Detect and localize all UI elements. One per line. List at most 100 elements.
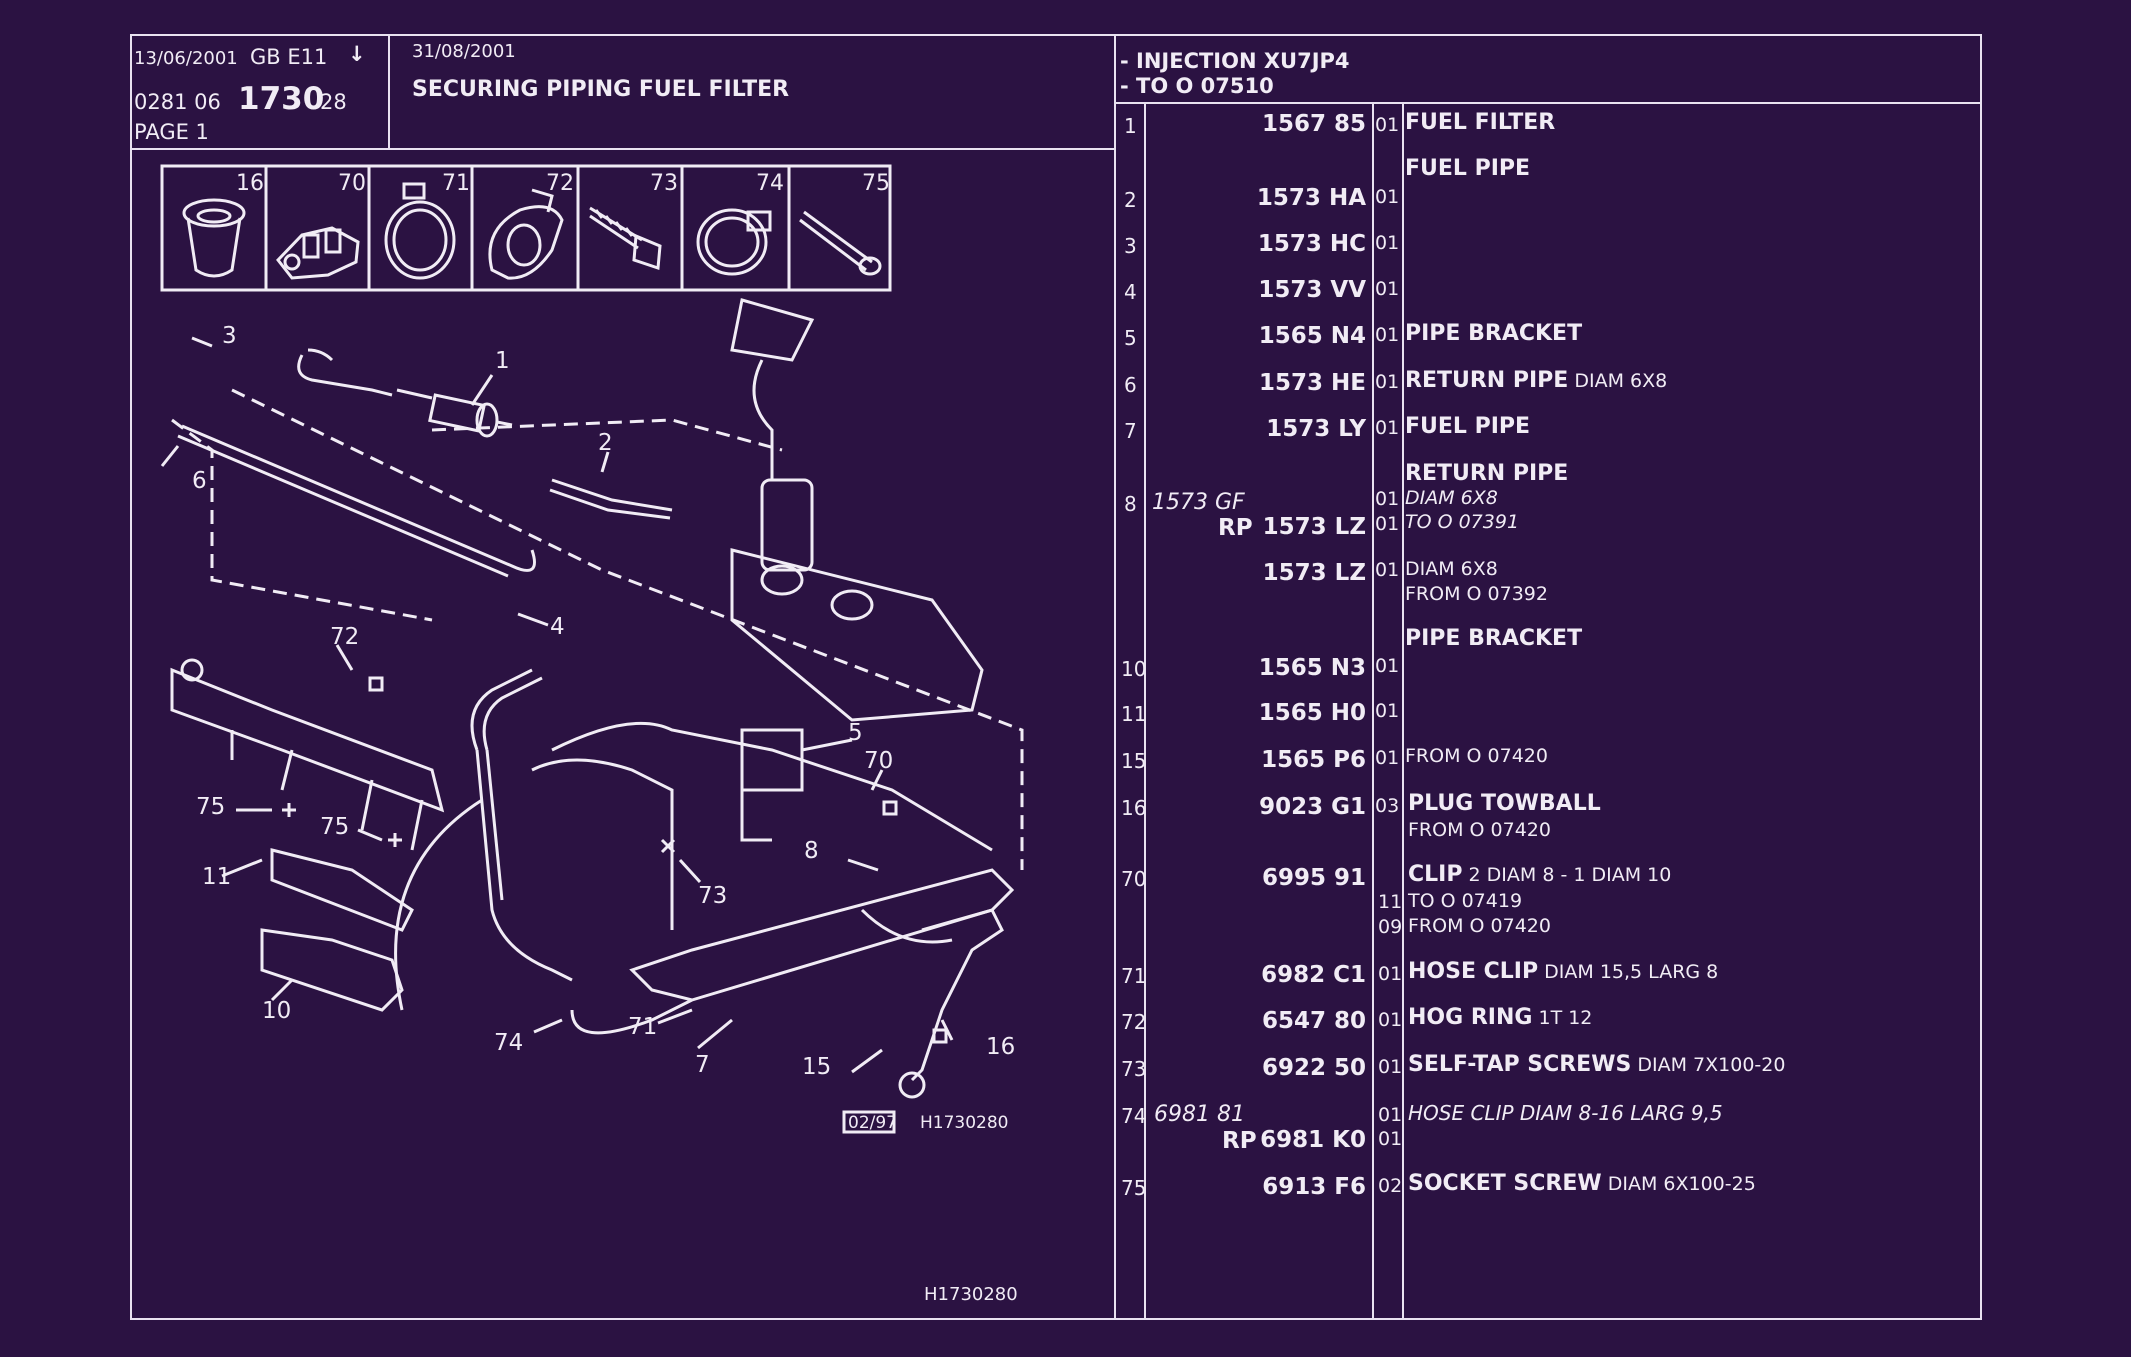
- callout-70: 70: [864, 748, 893, 774]
- scope-line1: - INJECTION XU7JP4: [1120, 49, 1350, 73]
- part-extra: DIAM 15,5 LARG 8: [1538, 961, 1719, 983]
- header-date2: 31/08/2001: [412, 41, 516, 62]
- scope-bottom-rule: [1114, 102, 1982, 104]
- part-qty: 01: [1375, 232, 1400, 254]
- callout-72: 72: [330, 624, 359, 650]
- thumb-label-72: 72: [546, 171, 574, 196]
- thumb-label-70: 70: [338, 171, 366, 196]
- col-no-divider: [1144, 104, 1146, 1318]
- part-qty: 01: [1375, 559, 1400, 581]
- part-ref: 1573 LZ: [1262, 514, 1366, 540]
- part-name: RETURN PIPE: [1405, 368, 1569, 393]
- part-extra: DIAM 6X100-25: [1601, 1173, 1756, 1195]
- part-qty: 01: [1378, 1128, 1403, 1150]
- callout-11: 11: [202, 864, 231, 890]
- hose-clip-thumbnail-icon: [384, 182, 456, 280]
- header-ref-suffix: 28: [320, 90, 347, 114]
- part-qty: 01: [1375, 700, 1400, 722]
- row-no: 11: [1121, 702, 1147, 726]
- header-ref-prefix: 0281 06: [134, 90, 221, 114]
- rp-marker: RP: [1222, 1128, 1257, 1154]
- callout-10: 10: [262, 998, 291, 1024]
- part-ref: 6995 91: [1261, 865, 1366, 891]
- part-ref: 6922 50: [1261, 1055, 1366, 1081]
- row-no: 4: [1124, 280, 1137, 304]
- screw-thumbnail-icon: [589, 206, 662, 271]
- hose-clip-small-thumbnail-icon: [696, 208, 772, 276]
- part-ref: 1565 P6: [1261, 747, 1366, 773]
- header-lang-code: GB E11: [250, 45, 328, 69]
- part-ref: 1565 N4: [1258, 323, 1366, 349]
- part-qty: 01: [1378, 1104, 1403, 1126]
- part-name: SELF-TAP SCREWS: [1408, 1052, 1632, 1077]
- header-bottom-rule: [130, 148, 1116, 150]
- part-extra: HOSE CLIP DIAM 8-16 LARG 9,5: [1408, 1101, 1723, 1125]
- callout-16: 16: [986, 1034, 1015, 1060]
- part-qty: 01: [1375, 417, 1400, 439]
- part-ref: 6981 K0: [1260, 1127, 1366, 1153]
- row-no: 2: [1124, 188, 1137, 212]
- part-name: FUEL PIPE: [1405, 156, 1531, 181]
- part-qty: 01: [1375, 278, 1400, 300]
- part-ref: 1565 N3: [1258, 655, 1366, 681]
- callout-73: 73: [698, 883, 727, 909]
- callout-6: 6: [192, 468, 207, 494]
- part-qty: 01: [1375, 513, 1400, 535]
- part-ref: 1573 HE: [1259, 370, 1366, 396]
- callout-7: 7: [695, 1052, 710, 1078]
- part-ref: 9023 G1: [1259, 794, 1366, 820]
- part-ref: 1573 LZ: [1262, 560, 1366, 586]
- part-qty: 01: [1378, 1009, 1403, 1031]
- exploded-parts-diagram: 16 70 71 72 73 74 75: [160, 164, 1024, 1305]
- part-name: FUEL FILTER: [1405, 110, 1556, 135]
- part-ref: 6982 C1: [1261, 962, 1366, 988]
- part-name: RETURN PIPE: [1405, 461, 1569, 486]
- header-divider: [388, 34, 390, 148]
- part-ref: 1573 HA: [1256, 185, 1366, 211]
- thumb-label-74: 74: [756, 171, 784, 196]
- part-extra: DIAM 6X8: [1568, 370, 1668, 392]
- thumb-label-16: 16: [236, 171, 264, 196]
- part-extra: FROM O 07392: [1405, 583, 1548, 605]
- part-extra: FROM O 07420: [1408, 819, 1551, 841]
- part-alt-ref: 6981 81: [1154, 1102, 1245, 1127]
- diagram-ref-bottom: H1730280: [924, 1284, 1018, 1305]
- part-qty: 01: [1375, 488, 1400, 510]
- row-no: 10: [1121, 657, 1147, 681]
- row-no: 75: [1121, 1176, 1147, 1200]
- row-no: 72: [1121, 1010, 1147, 1034]
- row-no: 5: [1124, 326, 1137, 350]
- part-alt-ref: 1573 GF: [1152, 490, 1245, 515]
- row-no: 15: [1121, 749, 1147, 773]
- part-qty: 01: [1375, 324, 1400, 346]
- part-ref: 6547 80: [1261, 1008, 1366, 1034]
- part-qty: 01: [1375, 747, 1400, 769]
- part-qty: 02: [1378, 1175, 1403, 1197]
- callout-4: 4: [550, 614, 565, 640]
- thumb-label-71: 71: [442, 171, 470, 196]
- callout-5: 5: [848, 720, 863, 746]
- row-no: 1: [1124, 114, 1137, 138]
- row-no: 3: [1124, 234, 1137, 258]
- part-extra: TO O 07419: [1408, 890, 1523, 912]
- row-no: 7: [1124, 419, 1137, 443]
- callout-75a: 75: [196, 794, 225, 820]
- part-qty: 01: [1378, 963, 1403, 985]
- callout-71: 71: [628, 1014, 657, 1040]
- hog-ring-thumbnail-icon: [488, 188, 564, 280]
- part-qty: 11: [1378, 891, 1403, 913]
- row-no: 6: [1124, 373, 1137, 397]
- parts-sheet-frame: [130, 34, 1982, 1320]
- part-extra: DIAM 6X8: [1405, 558, 1498, 580]
- col-qty-divider: [1402, 104, 1404, 1318]
- row-no: 73: [1121, 1057, 1147, 1081]
- row-no: 16: [1121, 796, 1147, 820]
- part-qty: 01: [1375, 371, 1400, 393]
- row-no: 74: [1121, 1104, 1147, 1128]
- part-qty: 01: [1378, 1056, 1403, 1078]
- part-name: PLUG TOWBALL: [1408, 791, 1601, 816]
- diagram-table-divider: [1114, 34, 1116, 1320]
- scope-line2: - TO O 07510: [1120, 74, 1274, 98]
- callout-1: 1: [495, 348, 510, 374]
- thumb-label-75: 75: [862, 171, 890, 196]
